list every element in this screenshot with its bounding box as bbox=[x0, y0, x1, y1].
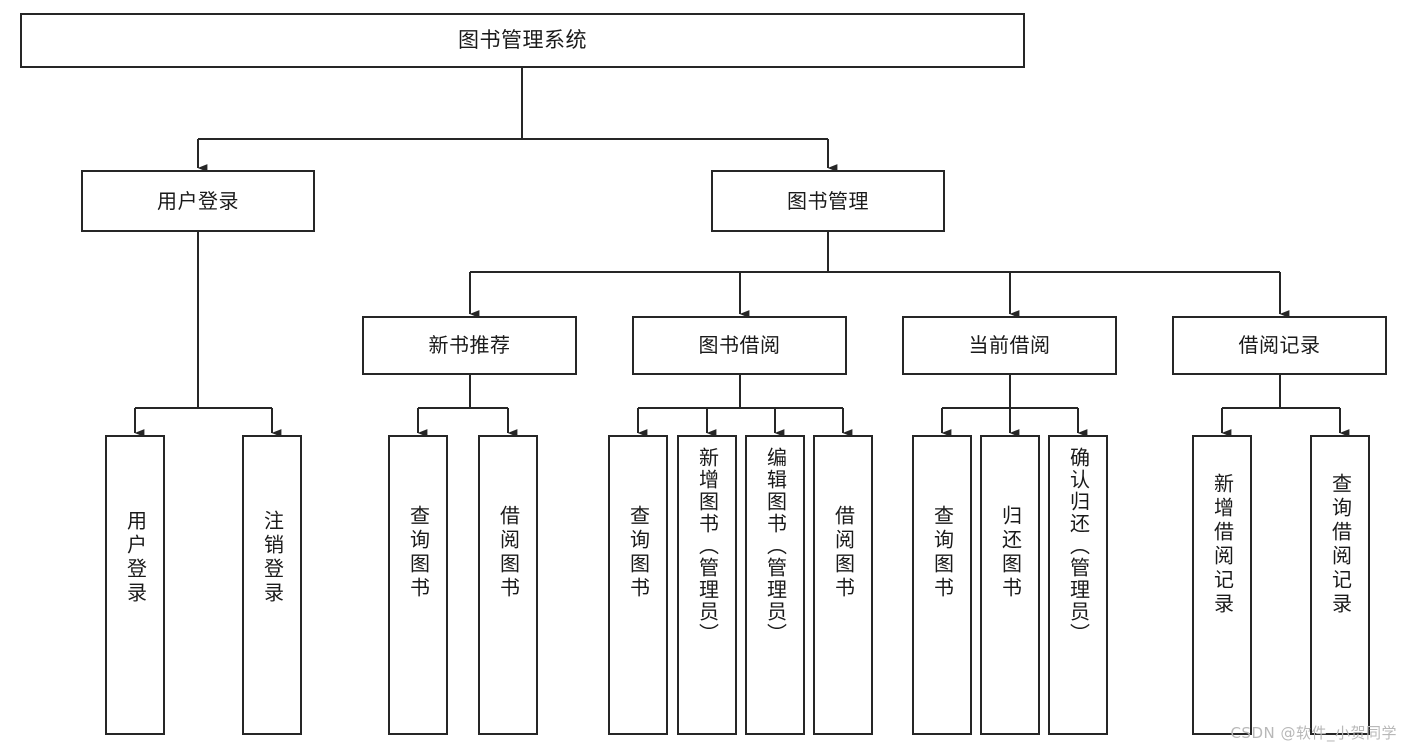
node-label: 用户登录 bbox=[157, 188, 239, 213]
leaf-current-return-book[interactable]: 归还图书 bbox=[980, 435, 1040, 735]
node-borrow-record[interactable]: 借阅记录 bbox=[1172, 316, 1387, 375]
leaf-label: 查询图书 bbox=[406, 505, 431, 601]
node-user-login[interactable]: 用户登录 bbox=[81, 170, 315, 232]
node-new-book-recommend[interactable]: 新书推荐 bbox=[362, 316, 577, 375]
leaf-borrow-lend-book[interactable]: 借阅图书 bbox=[813, 435, 873, 735]
node-current-borrow[interactable]: 当前借阅 bbox=[902, 316, 1117, 375]
leaf-label: 借阅图书 bbox=[831, 505, 856, 601]
node-label: 图书管理 bbox=[787, 188, 869, 213]
leaf-label: 查询图书 bbox=[626, 505, 651, 601]
leaf-borrow-edit-book-admin[interactable]: 编辑图书（管理员） bbox=[745, 435, 805, 735]
leaf-label: 新增借阅记录 bbox=[1210, 473, 1235, 617]
node-label: 新书推荐 bbox=[428, 333, 511, 358]
node-book-borrow[interactable]: 图书借阅 bbox=[632, 316, 847, 375]
node-root-library-system[interactable]: 图书管理系统 bbox=[20, 13, 1025, 68]
leaf-label: 归还图书 bbox=[998, 505, 1023, 601]
leaf-label: 查询借阅记录 bbox=[1328, 473, 1353, 617]
leaf-newbook-borrow-book[interactable]: 借阅图书 bbox=[478, 435, 538, 735]
leaf-borrow-query-book[interactable]: 查询图书 bbox=[608, 435, 668, 735]
leaf-current-confirm-return-admin[interactable]: 确认归还（管理员） bbox=[1048, 435, 1108, 735]
node-label: 图书借阅 bbox=[698, 333, 781, 358]
node-label: 当前借阅 bbox=[968, 333, 1051, 358]
leaf-record-add-borrow-record[interactable]: 新增借阅记录 bbox=[1192, 435, 1252, 735]
leaf-label: 编辑图书（管理员） bbox=[763, 447, 788, 645]
leaf-label: 确认归还（管理员） bbox=[1066, 447, 1091, 645]
node-label: 图书管理系统 bbox=[458, 27, 587, 52]
leaf-label: 查询图书 bbox=[930, 505, 955, 601]
leaf-record-query-borrow-record[interactable]: 查询借阅记录 bbox=[1310, 435, 1370, 735]
leaf-label: 借阅图书 bbox=[496, 505, 521, 601]
leaf-newbook-query-book[interactable]: 查询图书 bbox=[388, 435, 448, 735]
leaf-label: 注销登录 bbox=[260, 510, 285, 606]
leaf-current-query-book[interactable]: 查询图书 bbox=[912, 435, 972, 735]
leaf-label: 用户登录 bbox=[123, 510, 148, 606]
leaf-user-login[interactable]: 用户登录 bbox=[105, 435, 165, 735]
node-book-management[interactable]: 图书管理 bbox=[711, 170, 945, 232]
node-label: 借阅记录 bbox=[1238, 333, 1321, 358]
leaf-user-logout[interactable]: 注销登录 bbox=[242, 435, 302, 735]
leaf-label: 新增图书（管理员） bbox=[695, 447, 720, 645]
leaf-borrow-add-book-admin[interactable]: 新增图书（管理员） bbox=[677, 435, 737, 735]
